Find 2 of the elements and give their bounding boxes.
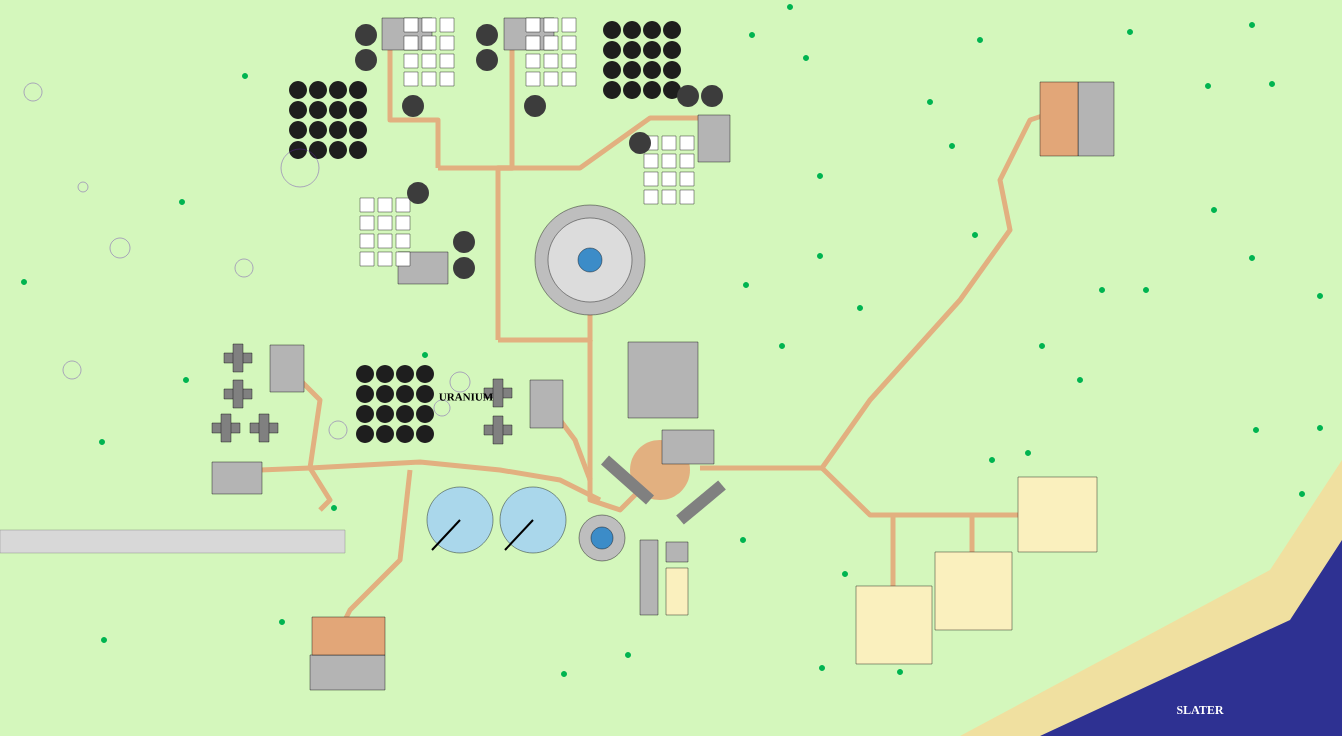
- map-label: SLATER: [1177, 705, 1224, 714]
- map-label: URANIUM: [439, 393, 493, 401]
